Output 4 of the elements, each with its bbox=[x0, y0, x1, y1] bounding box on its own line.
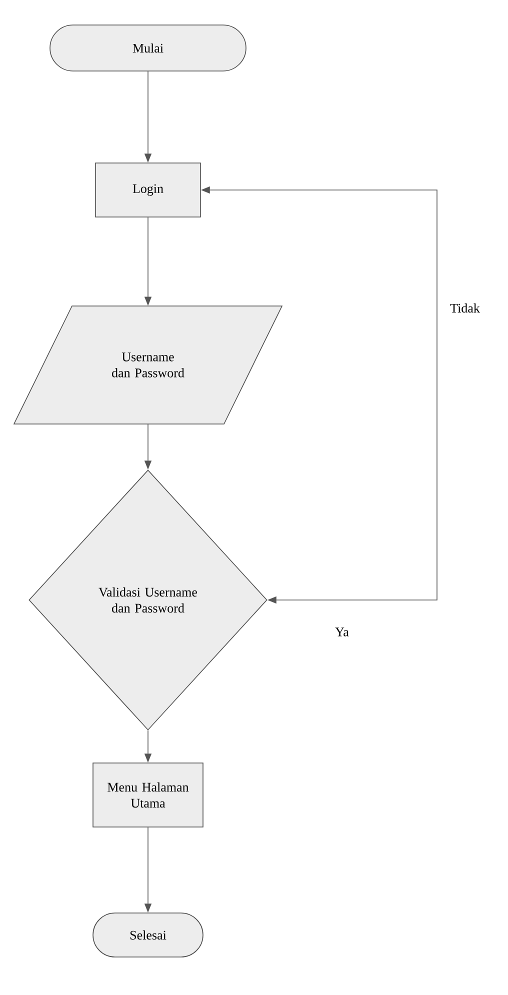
process-box: Menu Halaman Utama bbox=[92, 762, 204, 828]
process-box: Login bbox=[95, 162, 201, 218]
branch-label: Ya bbox=[335, 628, 349, 636]
edge-label: Tidak bbox=[449, 302, 481, 314]
